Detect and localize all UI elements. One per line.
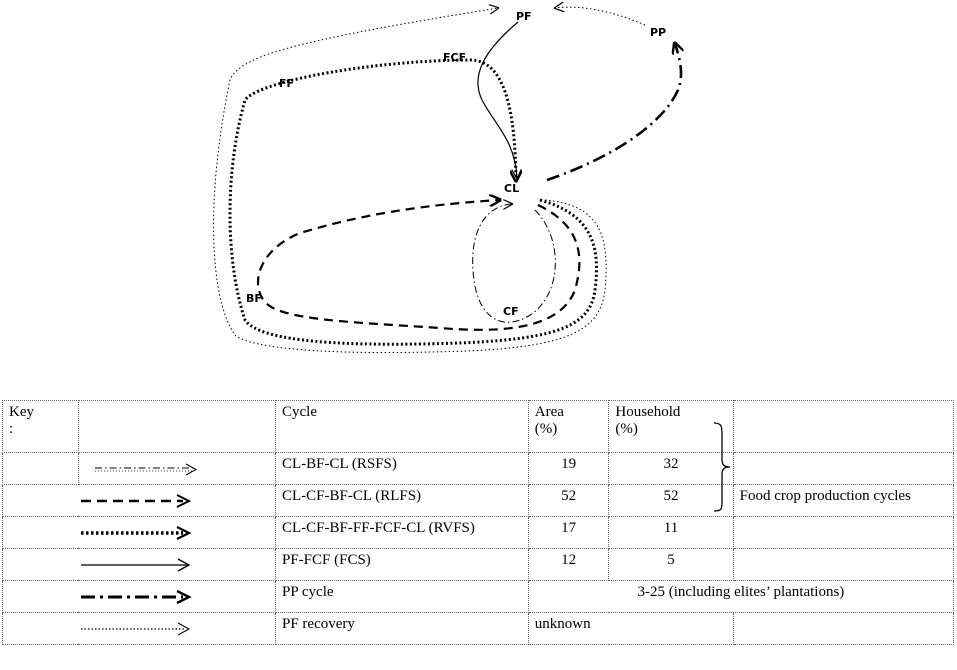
- key-header-cycle: Cycle: [275, 400, 529, 453]
- pf-recovery-pp-path: [555, 7, 646, 26]
- key-table: Key: Cycle Area(%) Household(%) CL-BF-CL…: [2, 400, 955, 645]
- key-row-fcs-household: 5: [608, 548, 734, 581]
- legend-solid: [81, 557, 191, 572]
- key-row-rvfs: CL-CF-BF-FF-FCF-CL (RVFS) 17 11: [2, 516, 955, 549]
- key-header-key: Key:: [2, 400, 79, 453]
- key-header-household-unit: (%): [615, 421, 638, 437]
- key-row-pp-line: [2, 580, 276, 613]
- rlfs-path: [256, 200, 581, 331]
- rsfs-path: [472, 204, 556, 323]
- key-row-rsfs-area: 19: [527, 452, 610, 485]
- key-row-pp-cycle: PP cycle: [275, 580, 529, 613]
- node-ff: FF: [279, 77, 294, 90]
- key-row-pf-recovery-line: [2, 612, 276, 645]
- key-header-note-cell: [732, 400, 955, 453]
- node-fcf: FCF: [443, 51, 466, 64]
- key-brace-note: Food crop production cycles: [732, 484, 955, 517]
- key-row-rsfs-cycle: CL-BF-CL (RSFS): [275, 452, 529, 485]
- key-row-rlfs: CL-CF-BF-CL (RLFS) 52 52 Food crop produ…: [2, 484, 955, 517]
- key-row-fcs: PF-FCF (FCS) 12 5: [2, 548, 955, 581]
- key-row-fcs-line: [2, 548, 276, 581]
- key-row-fcs-note: [732, 548, 955, 581]
- key-row-pf-recovery-cycle: PF recovery: [275, 612, 529, 645]
- key-row-rsfs-line: [77, 452, 277, 485]
- key-row-rlfs-line: [2, 484, 276, 517]
- key-row-rvfs-note: [732, 516, 955, 549]
- legend-dashed-bold: [81, 493, 192, 508]
- key-row-rlfs-cycle: CL-CF-BF-CL (RLFS): [275, 484, 529, 517]
- key-row-rvfs-household: 11: [608, 516, 734, 549]
- key-row-rsfs-household: 32: [608, 452, 734, 485]
- key-row-rvfs-cycle: CL-CF-BF-FF-FCF-CL (RVFS): [275, 516, 529, 549]
- key-row-rvfs-line: [2, 516, 276, 549]
- key-header-area-text: Area: [534, 404, 564, 420]
- key-header-colon: :: [9, 421, 14, 437]
- key-header-line-cell: [77, 400, 277, 453]
- brace-icon: [714, 422, 731, 512]
- legend-dash-dot-heavy: [81, 589, 192, 604]
- key-row-pf-recovery-note: [732, 612, 955, 645]
- pp-cycle-path: [546, 44, 681, 182]
- node-bf: BF: [246, 292, 262, 305]
- key-row-rsfs-note: [732, 452, 955, 485]
- node-pf: PF: [516, 10, 532, 23]
- cycle-diagram: PF PP FCF FF CL BF CF: [213, 0, 957, 354]
- key-row-pp: PP cycle 3-25 (including elites’ plantat…: [2, 580, 955, 613]
- key-row-fcs-cycle: PF-FCF (FCS): [275, 548, 529, 581]
- node-pp: PP: [650, 26, 666, 39]
- key-header-area: Area(%): [527, 400, 610, 453]
- legend-fine-dotted: [81, 622, 191, 635]
- key-row-rsfs-blank: [2, 452, 79, 485]
- key-row-rvfs-area: 17: [527, 516, 610, 549]
- pf-recovery-path: [213, 8, 607, 354]
- key-header-household-text: Household: [615, 404, 681, 420]
- key-header-area-unit: (%): [534, 421, 558, 437]
- key-row-pf-recovery-area: unknown: [527, 612, 734, 645]
- fcs-path: [477, 21, 518, 178]
- node-cf: CF: [503, 305, 519, 318]
- key-row-rsfs: CL-BF-CL (RSFS) 19 32: [2, 452, 955, 485]
- key-row-pp-combined: 3-25 (including elites’ plantations): [527, 580, 955, 613]
- key-row-fcs-area: 12: [527, 548, 610, 581]
- legend-dash-dot-double: [94, 463, 197, 475]
- key-header-key-text: Key: [9, 404, 34, 420]
- key-row-pf-recovery: PF recovery unknown: [2, 612, 955, 645]
- key-header-row: Key: Cycle Area(%) Household(%): [2, 400, 955, 512]
- key-row-rlfs-household: 52: [608, 484, 734, 517]
- node-cl: CL: [504, 182, 519, 195]
- legend-dotted-bold: [81, 525, 192, 540]
- rvfs-path: [228, 58, 598, 346]
- key-row-rlfs-area: 52: [527, 484, 610, 517]
- key-header-household: Household(%): [608, 400, 734, 512]
